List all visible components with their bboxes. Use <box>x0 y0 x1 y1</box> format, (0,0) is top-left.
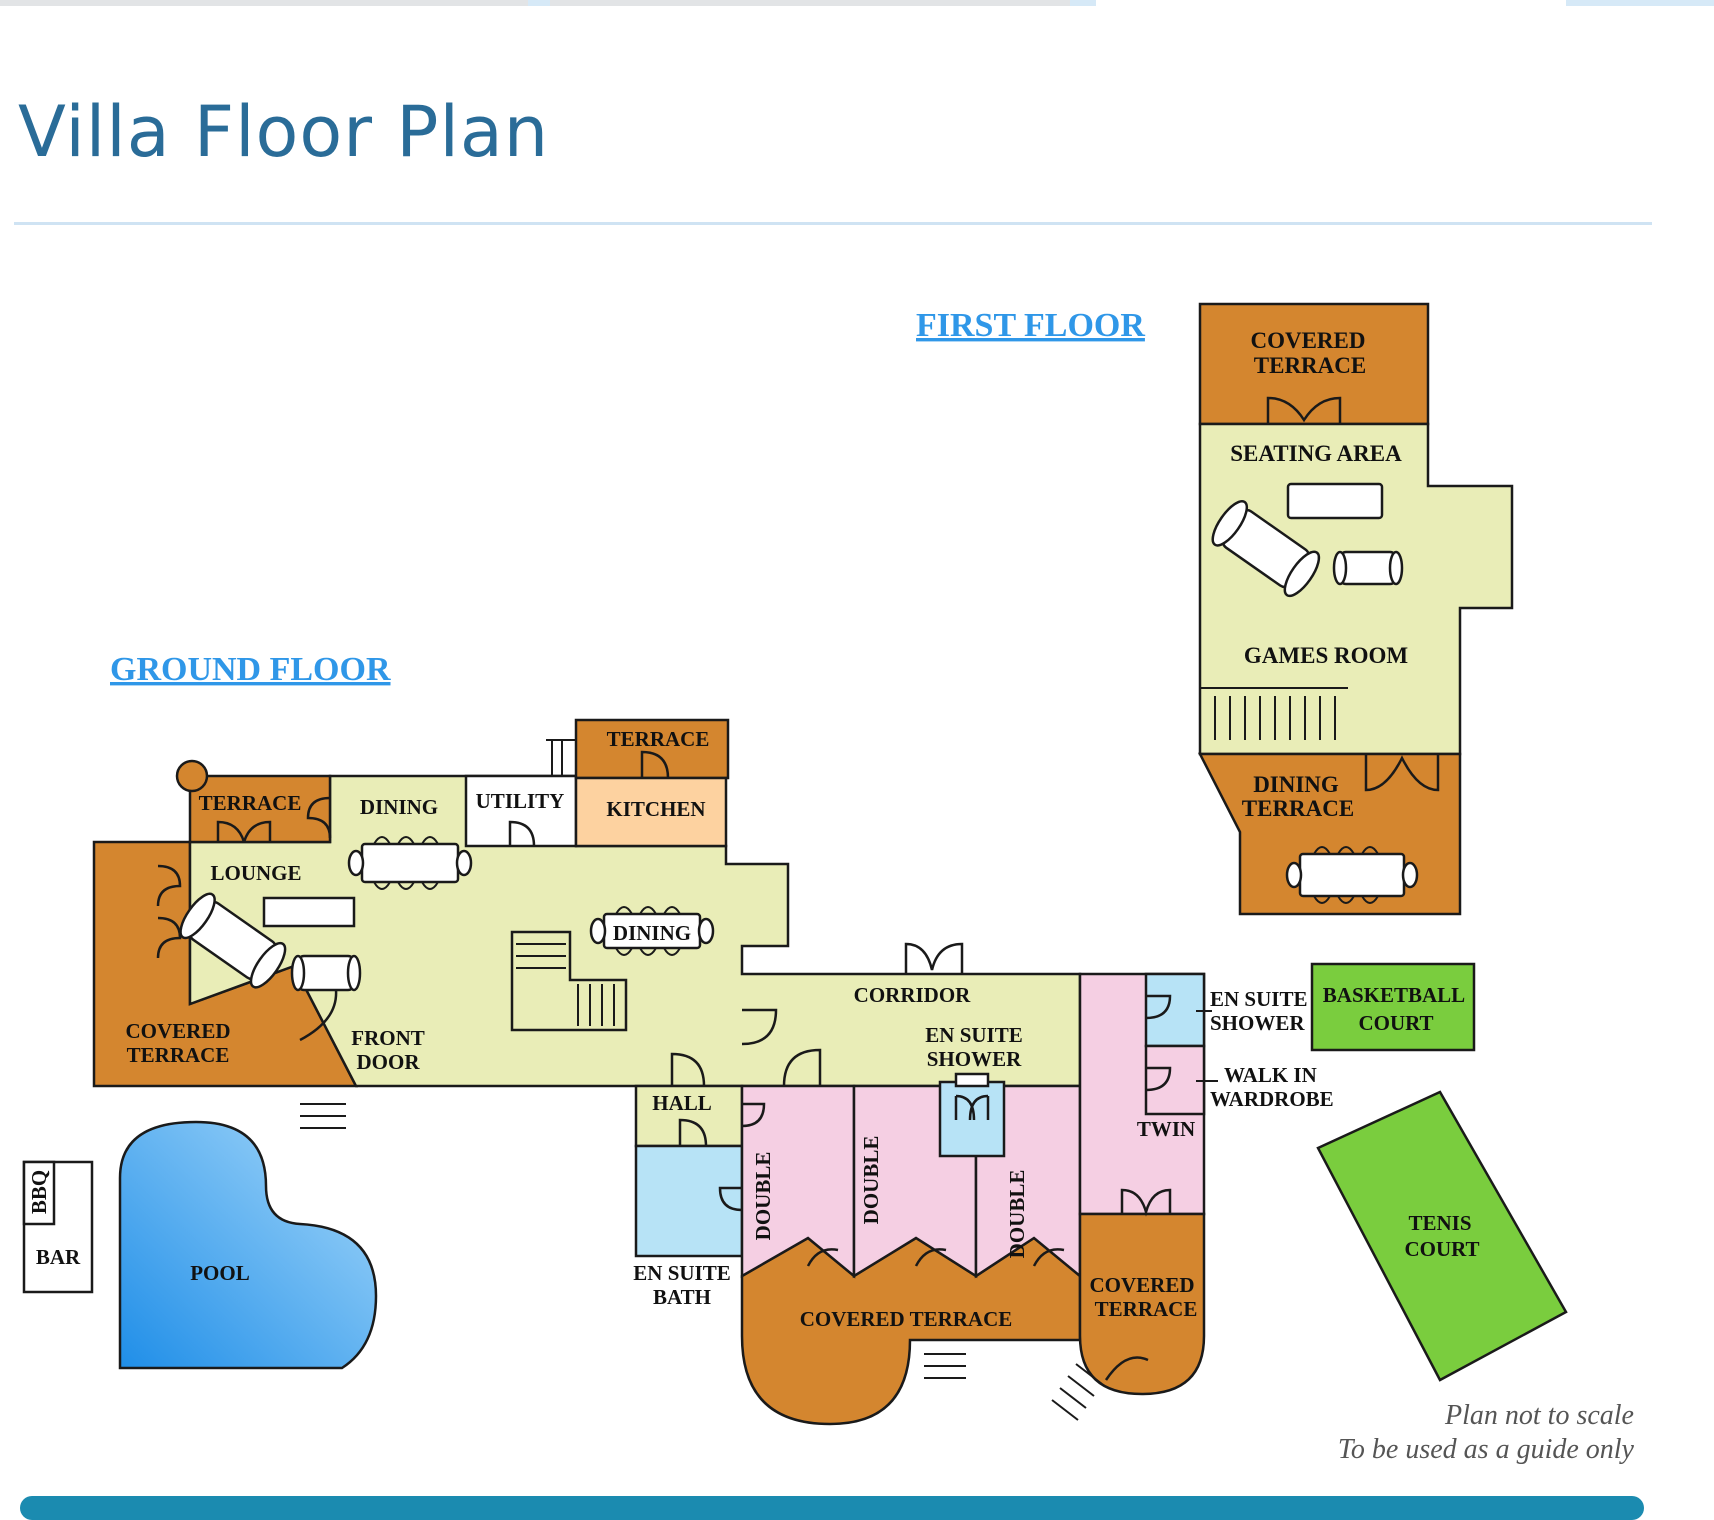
kitchen-label: KITCHEN <box>606 797 705 821</box>
basketball-court-label-2: COURT <box>1358 1011 1433 1035</box>
covered-terrace-right-area <box>1078 1212 1206 1396</box>
double-bedroom-1 <box>740 1084 856 1279</box>
en-suite-shower-right-label-2: SHOWER <box>1210 1011 1305 1035</box>
en-suite-shower-right <box>1144 972 1206 1048</box>
games-room-label: GAMES ROOM <box>1244 643 1408 668</box>
twin-label: TWIN <box>1137 1117 1195 1141</box>
double-2-label: DOUBLE <box>859 1136 883 1225</box>
en-suite-shower-right-label-1: EN SUITE <box>1210 987 1307 1011</box>
en-suite-bath-room <box>634 1144 744 1258</box>
first-floor-link[interactable]: FIRST FLOOR <box>916 307 1145 344</box>
title-divider <box>14 222 1652 225</box>
corridor-label: CORRIDOR <box>854 983 972 1007</box>
covered-terrace-right-label-1: COVERED <box>1089 1273 1194 1297</box>
kitchen-room <box>574 776 728 848</box>
dining-terrace-label-2: TERRACE <box>1242 796 1354 821</box>
walk-in-wardrobe-label-1: WALK IN <box>1224 1063 1317 1087</box>
dining-top-label: DINING <box>360 795 438 819</box>
double-3-label: DOUBLE <box>1005 1170 1029 1259</box>
en-suite-bath-label-2: BATH <box>653 1285 711 1309</box>
walk-in-wardrobe-label-2: WARDROBE <box>1210 1087 1334 1111</box>
ground-floor-link[interactable]: GROUND FLOOR <box>110 651 391 688</box>
pool-area <box>118 1120 378 1370</box>
covered-terrace-left-label-1: COVERED <box>125 1019 230 1043</box>
en-suite-shower-mid <box>938 1080 1006 1158</box>
terrace-top-label: TERRACE <box>607 727 710 751</box>
lounge-label: LOUNGE <box>210 861 301 885</box>
walk-in-wardrobe <box>1144 1044 1206 1116</box>
first-floor-covered-terrace-label-1: COVERED <box>1250 328 1365 353</box>
front-door-label-1: FRONT <box>351 1026 425 1050</box>
en-suite-bath-label-1: EN SUITE <box>633 1261 730 1285</box>
utility-room <box>464 774 578 848</box>
scale-note-line-2: To be used as a guide only <box>1338 1434 1635 1465</box>
ground-floor: TERRACE DINING UTILITY TERRACE KITCHEN L… <box>22 718 1568 1426</box>
dining-terrace-label-1: DINING <box>1253 772 1339 797</box>
basketball-court <box>1310 962 1476 1052</box>
hall-label: HALL <box>652 1091 712 1115</box>
terrace-top-area <box>574 718 730 780</box>
pool-label: POOL <box>190 1261 250 1285</box>
double-1-label: DOUBLE <box>751 1152 775 1241</box>
basketball-court-label-1: BASKETBALL <box>1323 983 1465 1007</box>
en-suite-shower-mid-label-2: SHOWER <box>927 1047 1022 1071</box>
seating-area-label: SEATING AREA <box>1230 441 1402 466</box>
scale-note-line-1: Plan not to scale <box>1444 1400 1634 1431</box>
bar-label: BAR <box>36 1245 81 1269</box>
first-floor-covered-terrace <box>1198 302 1430 426</box>
tennis-court-label-1: TENIS <box>1408 1211 1471 1235</box>
en-suite-shower-mid-label-1: EN SUITE <box>925 1023 1022 1047</box>
top-tab-strip <box>0 0 1714 6</box>
front-door-label-2: DOOR <box>357 1050 421 1074</box>
bottom-accent-bar <box>20 1496 1644 1520</box>
page-title: Villa Floor Plan <box>18 91 550 173</box>
dining-center-label: DINING <box>613 921 691 945</box>
tennis-court-label-2: COURT <box>1404 1237 1479 1261</box>
covered-terrace-bottom-area <box>740 1236 1082 1426</box>
first-floor-covered-terrace-label-2: TERRACE <box>1254 353 1366 378</box>
covered-terrace-left-label-2: TERRACE <box>127 1043 230 1067</box>
first-floor: COVERED TERRACE SEATING AREA GAMES ROOM … <box>1197 302 1514 916</box>
terrace-left-area <box>188 774 332 844</box>
covered-terrace-right-label-2: TERRACE <box>1095 1297 1198 1321</box>
terrace-left-label: TERRACE <box>199 791 302 815</box>
utility-label: UTILITY <box>476 789 565 813</box>
covered-terrace-bottom-label: COVERED TERRACE <box>800 1307 1013 1331</box>
tennis-court <box>1316 1090 1568 1382</box>
bbq-label: BBQ <box>27 1170 51 1214</box>
games-room-area <box>1198 422 1514 756</box>
